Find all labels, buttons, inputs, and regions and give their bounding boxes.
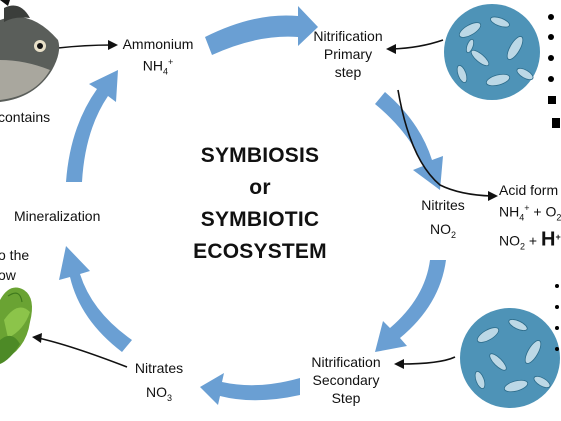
plant-text-line1: o the: [0, 247, 30, 263]
list-bullet: [548, 34, 554, 40]
acid-form-block: Acid form NH4+ + O2 NO2 + H+: [499, 181, 561, 256]
list-bullet: [555, 347, 559, 351]
nitrates-node: Nitrates NO3: [126, 359, 192, 407]
pointer-primary-to-acid: [397, 89, 493, 197]
list-bullet: [555, 284, 559, 288]
acid-form-line1: NH4+ + O2: [499, 203, 561, 223]
bacteria-illustration-top: [444, 4, 540, 100]
bacteria-illustration-bottom: [460, 308, 560, 408]
fish-illustration: [0, 0, 60, 102]
acid-form-line2: NO2 + H+: [499, 229, 561, 252]
primary-line1: Nitrification: [313, 28, 383, 44]
nitrites-formula: NO2: [429, 221, 456, 240]
secondary-line2: Secondary: [312, 372, 380, 388]
ammonium-label: Ammonium: [122, 36, 194, 52]
list-bullet: [555, 326, 559, 330]
cycle-arrow-top: [205, 6, 318, 55]
ammonium-node: Ammonium NH4+: [112, 35, 204, 80]
list-bullet: [552, 118, 560, 128]
list-bullet: [548, 55, 554, 61]
pointer-bacteria-to-secondary: [399, 356, 456, 365]
secondary-line1: Nitrification: [311, 354, 381, 370]
list-bullet: [555, 305, 559, 309]
cycle-arrow-left-lower: [59, 246, 132, 352]
center-title-line3: SYMBIOTIC: [200, 208, 320, 231]
pointer-bacteria-to-primary: [391, 39, 444, 50]
center-title-line2: or: [249, 176, 271, 199]
list-bullet: [548, 96, 556, 104]
secondary-line3: Step: [331, 390, 361, 406]
cycle-arrow-bottom: [200, 373, 300, 405]
pointer-fish-to-ammonium: [57, 44, 113, 49]
plant-illustration: [0, 287, 32, 364]
center-title: SYMBIOSIS or SYMBIOTIC ECOSYSTEM: [180, 140, 340, 268]
nitrates-formula: NO3: [145, 384, 172, 403]
list-bullet: [548, 76, 554, 82]
nitrification-secondary-node: Nitrification Secondary Step: [298, 353, 394, 407]
acid-form-title: Acid form: [499, 182, 559, 198]
cycle-arrow-right-upper: [375, 92, 443, 190]
cycle-arrow-left-upper: [66, 70, 118, 182]
center-title-line4: ECOSYSTEM: [193, 240, 327, 263]
primary-line2: Primary: [323, 46, 373, 62]
center-title-line1: SYMBIOSIS: [200, 144, 320, 167]
list-bullet: [548, 14, 554, 20]
nitrification-primary-node: Nitrification Primary step: [300, 27, 396, 81]
mineralization-label: Mineralization: [14, 208, 101, 224]
ammonium-formula: NH4+: [142, 57, 174, 77]
plant-text-line2: ow: [0, 267, 16, 283]
pointer-nitrates-to-plant: [37, 337, 128, 368]
primary-line3: step: [334, 64, 362, 80]
nitrites-node: Nitrites NO2: [410, 196, 476, 244]
nitrates-label: Nitrates: [134, 360, 184, 376]
cycle-arrow-right-lower: [375, 260, 446, 352]
nitrites-label: Nitrites: [421, 197, 465, 213]
fish-contains-text: contains: [0, 109, 51, 125]
